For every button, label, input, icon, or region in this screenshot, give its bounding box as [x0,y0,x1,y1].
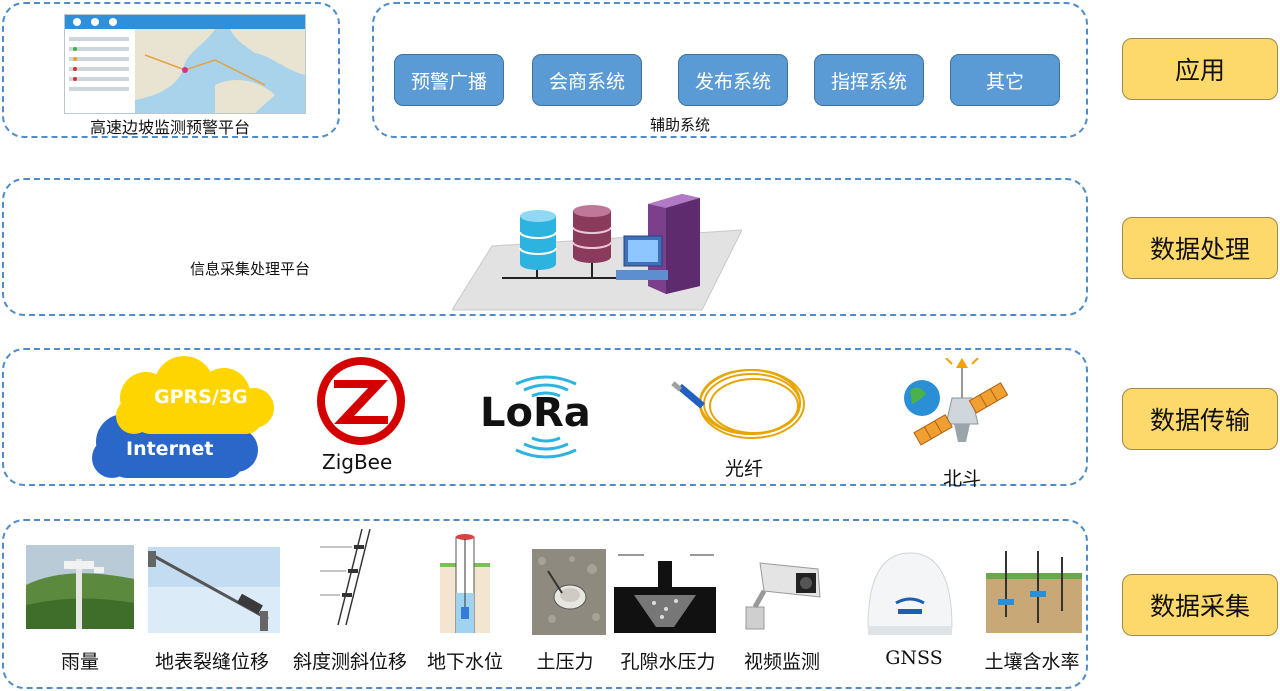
sensor-label-video: 视频监测 [743,651,821,673]
groundwater-level-icon [440,534,490,633]
layer-tag-application: 应用 [1122,38,1278,100]
collection-panel: 雨量 地表裂缝位移 斜度测斜位移 地下水位 土压力 孔隙水压力 视频监测 GNS… [2,519,1088,689]
sensor-label-inclinometer: 斜度测斜位移 [292,651,408,673]
button-other[interactable]: 其它 [950,54,1060,106]
layer-tag-transmission: 数据传输 [1122,388,1278,450]
zigbee-label: ZigBee [322,450,393,474]
button-warning-broadcast[interactable]: 预警广播 [394,54,504,106]
cctv-camera-icon [738,547,828,637]
button-release-system[interactable]: 发布系统 [678,54,788,106]
button-command-system[interactable]: 指挥系统 [814,54,924,106]
gnss-receiver-icon [867,552,953,635]
platform-screenshot [64,14,306,114]
layer-tag-processing: 数据处理 [1122,217,1278,279]
sensor-label-surface-crack: 地表裂缝位移 [154,651,270,673]
surface-crack-sensor-icon [148,547,280,633]
satellite-icon [904,358,1009,446]
platform-panel: 高速边坡监测预警平台 [2,2,340,138]
aux-system-panel: 预警广播 会商系统 发布系统 指挥系统 其它 辅助系统 [372,2,1088,138]
sensor-label-groundwater: 地下水位 [426,651,504,673]
server-network-icon [452,194,742,311]
processing-panel: 信息采集处理平台 [2,178,1088,316]
layer-tag-collection: 数据采集 [1122,574,1278,636]
fiber-label: 光纤 [724,458,764,480]
zigbee-logo-icon [317,357,405,445]
soil-moisture-icon [986,547,1082,633]
button-consultation-system[interactable]: 会商系统 [532,54,642,106]
sensor-label-earth-pressure: 土压力 [536,651,594,673]
sensor-label-pore-water: 孔隙水压力 [620,651,716,673]
processing-platform-label: 信息采集处理平台 [190,260,311,278]
sensor-label-soil-moisture: 土壤含水率 [984,651,1080,673]
cloud-bottom-label: Internet [126,438,214,460]
fiber-optic-icon [671,369,805,439]
earth-pressure-icon [532,549,606,635]
lora-label: LoRa [480,390,591,436]
cloud-top-label: GPRS/3G [154,386,248,408]
beidou-label: 北斗 [942,468,982,490]
transmission-panel: GPRS/3G Internet ZigBee LoRa 光纤 [2,348,1088,490]
map-thumbnail-icon [65,15,305,113]
platform-label: 高速边坡监测预警平台 [90,118,251,137]
aux-system-label: 辅助系统 [650,116,711,134]
pore-water-pressure-icon [614,547,716,633]
cloud-network-icon [92,356,274,478]
inclinometer-icon [316,527,386,627]
sensor-label-rain: 雨量 [60,651,100,673]
rain-gauge-icon [26,545,134,629]
lora-wave-icon [515,375,577,459]
sensor-label-gnss: GNSS [885,647,943,669]
